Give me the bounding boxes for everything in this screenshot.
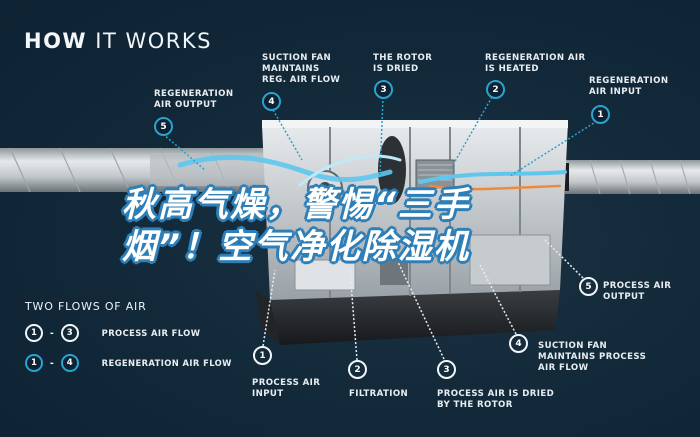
callout-number-regen-5: 5 xyxy=(154,117,173,136)
legend-label: PROCESS AIR FLOW xyxy=(101,327,201,338)
right-duct xyxy=(555,159,700,195)
airflow-streams xyxy=(177,154,567,191)
legend-to-number: 3 xyxy=(60,324,79,342)
callout-label-regen-2: REGENERATION AIR IS HEATED xyxy=(485,53,586,74)
callout-label-process-3: PROCESS AIR IS DRIED BY THE ROTOR xyxy=(437,389,555,410)
legend-row-regeneration: 1 - 4 REGENERATION AIR FLOW xyxy=(25,354,232,372)
callout-label-process-4: SUCTION FAN MAINTAINS PROCESS AIR FLOW xyxy=(538,341,647,373)
page-title: HOW IT WORKS xyxy=(24,29,212,53)
callout-number-process-2: 2 xyxy=(348,360,367,379)
callout-label-process-2: FILTRATION xyxy=(349,389,409,399)
callout-number-regen-3: 3 xyxy=(374,80,393,99)
callout-label-process-5: PROCESS AIR OUTPUT xyxy=(603,281,672,302)
callout-label-regen-4: SUCTION FAN MAINTAINS REG. AIR FLOW xyxy=(262,53,341,85)
machine-body xyxy=(262,120,568,300)
legend-dash: - xyxy=(50,357,54,369)
legend-label: REGENERATION AIR FLOW xyxy=(101,357,232,368)
callout-label-process-1: PROCESS AIR INPUT xyxy=(252,378,321,399)
callout-number-regen-4: 4 xyxy=(262,92,281,111)
headline-line-1: 秋高气燥，警惕“三手 xyxy=(122,185,470,225)
callout-label-regen-5: REGENERATION AIR OUTPUT xyxy=(154,89,234,110)
legend-from-number: 1 xyxy=(25,354,43,372)
legend-to-number: 4 xyxy=(60,354,79,372)
legend-row-process: 1 - 3 PROCESS AIR FLOW xyxy=(25,324,200,342)
legend-title: TWO FLOWS OF AIR xyxy=(25,300,147,313)
callout-label-regen-1: REGENERATION AIR INPUT xyxy=(589,76,669,97)
legend-dash: - xyxy=(50,327,54,339)
callout-number-process-1: 1 xyxy=(253,346,272,365)
callout-number-process-4: 4 xyxy=(509,334,528,353)
callout-number-regen-1: 1 xyxy=(591,105,610,124)
callout-number-process-5: 5 xyxy=(579,277,598,296)
callout-number-regen-2: 2 xyxy=(486,80,505,99)
headline-overlay: 秋高气燥，警惕“三手 烟”！空气净化除湿机 xyxy=(122,184,592,268)
headline-line-2: 烟”！空气净化除湿机 xyxy=(122,227,470,267)
callout-label-regen-3: THE ROTOR IS DRIED xyxy=(373,53,433,74)
leader-lines xyxy=(162,96,598,361)
legend-from-number: 1 xyxy=(25,324,43,342)
callout-number-process-3: 3 xyxy=(437,360,456,379)
